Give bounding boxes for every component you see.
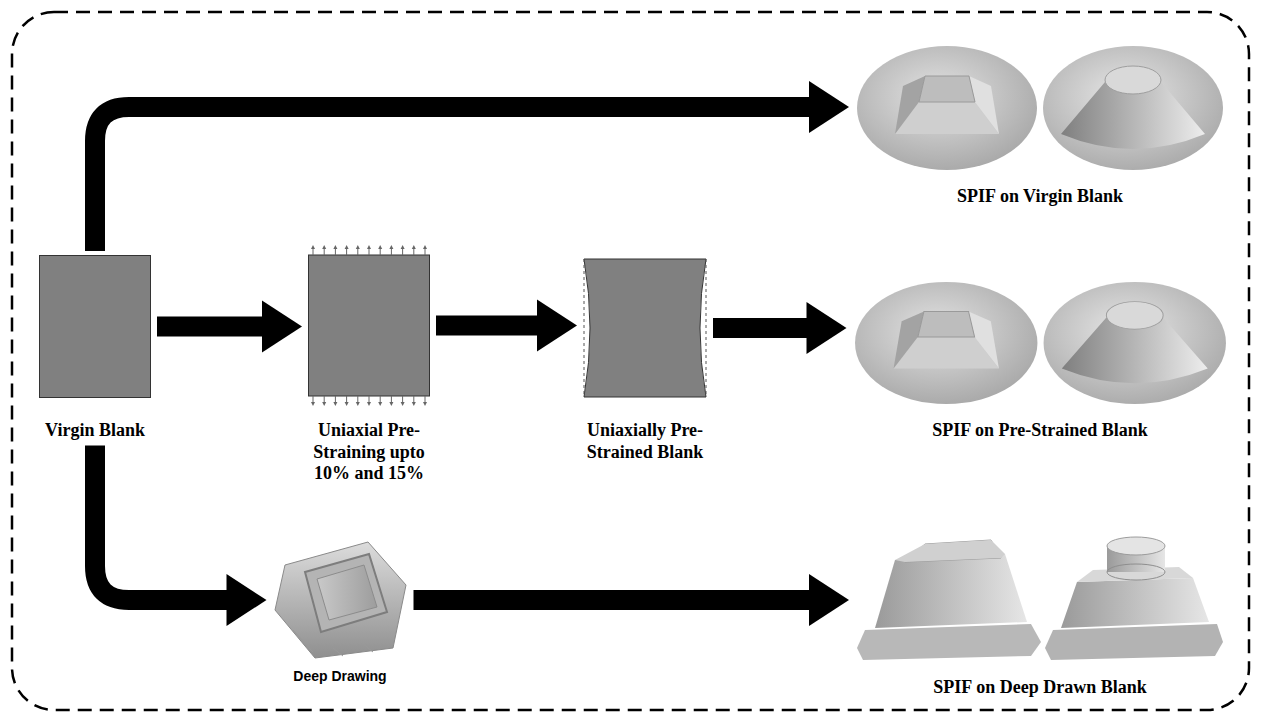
node-shape xyxy=(855,42,1225,172)
stage-node: Uniaxially Pre-Strained Blank xyxy=(579,258,711,463)
stage-label: SPIF on Virgin Blank xyxy=(957,186,1123,208)
flow-arrow xyxy=(414,574,850,626)
spif-part-photos xyxy=(853,278,1228,406)
stage-node: SPIF on Deep Drawn Blank xyxy=(851,530,1229,699)
stage-label: Uniaxial Pre-Straining upto 10% and 15% xyxy=(304,420,434,485)
node-shape xyxy=(853,278,1228,406)
pre-strained-blank xyxy=(583,258,707,398)
virgin-blank xyxy=(39,255,151,398)
flow-arrow xyxy=(157,301,302,353)
stage-label: Deep Drawing xyxy=(293,668,386,685)
stage-node: SPIF on Pre-Strained Blank xyxy=(849,278,1232,442)
pre-straining-blank xyxy=(308,245,430,406)
flow-arrow xyxy=(95,446,267,626)
stage-label: SPIF on Deep Drawn Blank xyxy=(933,677,1146,699)
stage-node: SPIF on Virgin Blank xyxy=(851,42,1229,208)
stage-node: Uniaxial Pre-Straining upto 10% and 15% xyxy=(304,245,434,485)
flow-arrow xyxy=(713,302,847,354)
flow-arrow xyxy=(95,81,849,251)
spif-part-photos xyxy=(855,42,1225,172)
node-shape xyxy=(308,245,430,406)
deep-drawing-photo xyxy=(273,540,408,660)
stage-label: Uniaxially Pre-Strained Blank xyxy=(579,420,711,463)
deep-drawn-spif-photos xyxy=(855,530,1225,665)
stage-label: Virgin Blank xyxy=(45,420,145,442)
node-shape xyxy=(855,530,1225,665)
node-shape xyxy=(273,540,408,660)
stage-node: Deep Drawing xyxy=(269,540,412,685)
stage-label: SPIF on Pre-Strained Blank xyxy=(932,420,1148,442)
stage-node: Virgin Blank xyxy=(35,255,155,442)
flow-arrow xyxy=(436,300,577,352)
node-shape xyxy=(583,258,707,398)
node-shape xyxy=(39,255,151,398)
